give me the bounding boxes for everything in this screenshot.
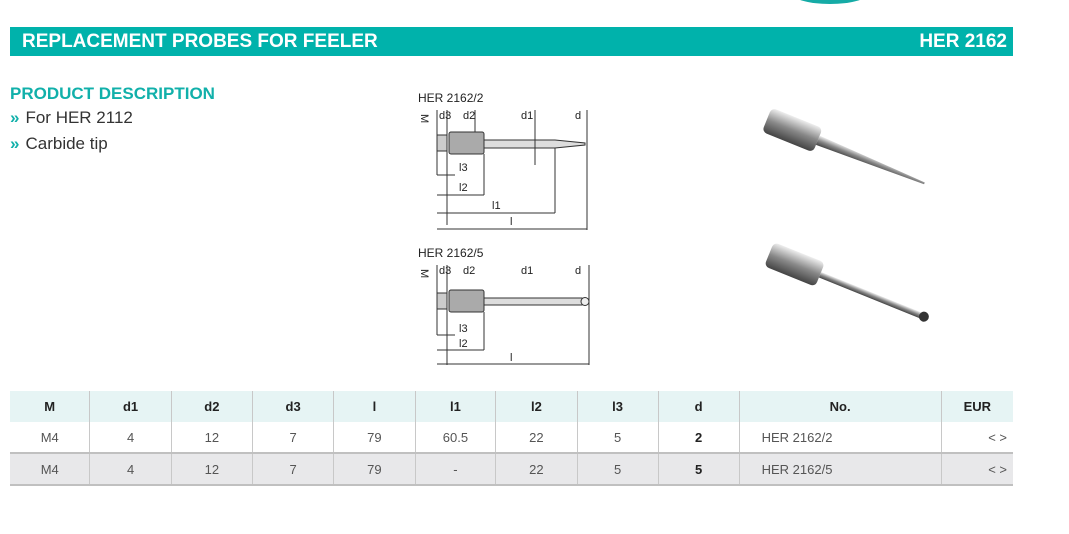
column-header: d3 (251, 391, 334, 422)
table-cell: 22 (495, 452, 578, 486)
table-cell: 5 (576, 422, 659, 453)
table-cell: 79 (333, 422, 416, 453)
chevron-icon: » (10, 134, 20, 153)
price-cell[interactable]: < > (940, 452, 1013, 486)
label-d: d (575, 110, 581, 122)
product-code: HER 2162 (919, 31, 1007, 52)
bullet-item: » Carbide tip (10, 134, 108, 154)
table-cell: M4 (10, 452, 90, 486)
table-cell: 60.5 (414, 422, 496, 453)
label-l1: l1 (492, 200, 501, 212)
column-header: d2 (170, 391, 253, 422)
decorative-shape (790, 0, 870, 4)
column-header: l3 (576, 391, 659, 422)
label-d3: d3 (439, 110, 451, 122)
bullet-text: Carbide tip (25, 134, 108, 153)
technical-drawing: M l3 l2 l1 l d3 d2 d1 d (418, 110, 588, 230)
table-cell: - (414, 452, 496, 486)
label-d1: d1 (521, 265, 533, 277)
table-cell: 5 (657, 452, 740, 486)
label-M: M (418, 269, 430, 278)
label-l2: l2 (459, 182, 468, 194)
probe-photo (765, 243, 929, 322)
table-cell: HER 2162/5 (738, 452, 942, 486)
label-d3: d3 (439, 265, 451, 277)
probe-photo (763, 109, 925, 185)
title-banner: REPLACEMENT PROBES FOR FEELER HER 2162 (10, 27, 1013, 56)
bullet-text: For HER 2112 (25, 108, 133, 127)
label-d2: d2 (463, 110, 475, 122)
table-cell: 12 (170, 422, 253, 453)
table-cell: 22 (495, 422, 578, 453)
label-d: d (575, 265, 581, 277)
diagram-title: HER 2162/5 (418, 246, 484, 260)
column-header: EUR (940, 391, 1013, 422)
description-heading: PRODUCT DESCRIPTION (10, 84, 215, 103)
price-cell[interactable]: < > (940, 422, 1013, 453)
column-header: M (10, 391, 90, 422)
column-header: l1 (414, 391, 496, 422)
label-d1: d1 (521, 110, 533, 122)
label-l3: l3 (459, 323, 468, 335)
column-header: l2 (495, 391, 578, 422)
table-cell: 12 (170, 452, 253, 486)
table-cell: 5 (576, 452, 659, 486)
table-cell: 7 (251, 422, 334, 453)
table-cell: 4 (89, 452, 172, 486)
column-header: l (333, 391, 416, 422)
table-cell: 7 (251, 452, 334, 486)
page-title: REPLACEMENT PROBES FOR FEELER (22, 31, 378, 52)
label-M: M (418, 114, 430, 123)
label-l3: l3 (459, 162, 468, 174)
label-l2: l2 (459, 338, 468, 350)
column-header: No. (738, 391, 942, 422)
table-cell: 79 (333, 452, 416, 486)
column-header: d1 (89, 391, 172, 422)
table-cell: 4 (89, 422, 172, 453)
chevron-icon: » (10, 108, 20, 127)
table-cell: 2 (657, 422, 740, 453)
technical-drawing: M d3 d2 d1 d l3 l2 l (418, 265, 590, 365)
table-cell: M4 (40, 429, 59, 445)
label-l: l (510, 216, 512, 228)
column-header: d (657, 391, 740, 422)
label-d2: d2 (463, 265, 475, 277)
table-cell: HER 2162/2 (738, 422, 942, 453)
label-l: l (510, 352, 512, 364)
bullet-item: » For HER 2112 (10, 108, 133, 128)
diagram-title: HER 2162/2 (418, 91, 484, 105)
